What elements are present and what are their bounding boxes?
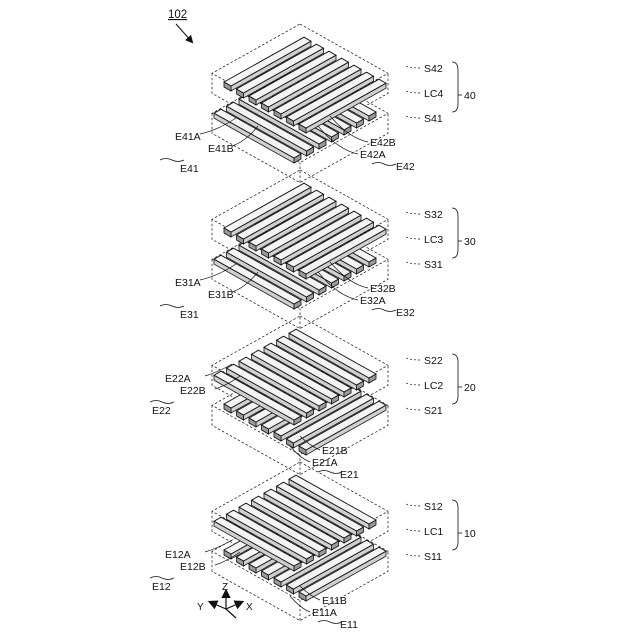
lower-set-squiggle — [160, 159, 184, 162]
layer-stack: S42LC4S4140E41AE41BE41E42BE42AE42S32LC3S… — [150, 24, 476, 631]
lower-set-squiggle — [318, 621, 342, 624]
upper-set-squiggle — [372, 163, 396, 166]
electrode-bars — [214, 475, 386, 601]
lower-electrode-a-label: E31A — [175, 277, 201, 289]
y-axis-arrow — [210, 602, 226, 609]
right-labels: S22LC2S21 20 — [406, 354, 476, 417]
lower-electrode-b-label: E21B — [322, 445, 348, 457]
x-axis-label: X — [246, 602, 253, 613]
lower-electrode-b-label: E11B — [322, 595, 347, 607]
label-leader — [406, 504, 420, 506]
layer-30: S32LC3S31 30E31A E31B E31 E32BE32A E32 — [160, 170, 476, 329]
liquid-crystal-label: LC2 — [424, 380, 443, 392]
upper-electrode-set-label: E12 — [152, 581, 171, 593]
upper-electrode-set-label: E32 — [396, 307, 415, 319]
layer-number: 30 — [464, 236, 476, 248]
layer-bracket — [452, 208, 458, 258]
depth-axis-line — [226, 609, 236, 618]
substrate-bottom-label: S21 — [424, 405, 443, 417]
layer-bracket — [452, 354, 458, 404]
lower-electrode-a-label: E41A — [175, 131, 201, 143]
substrate-top-label: S12 — [424, 501, 443, 513]
z-axis-label: Z — [222, 582, 228, 593]
layer-number: 40 — [464, 90, 476, 102]
lower-set-squiggle — [318, 471, 342, 474]
electrode-bars — [214, 183, 386, 309]
lower-electrode-set-label: E21 — [340, 469, 359, 481]
label-leader — [406, 358, 420, 360]
substrate-bottom-label: S41 — [424, 113, 443, 125]
upper-set-squiggle — [372, 309, 396, 312]
lower-electrode-set-label: E11 — [340, 619, 358, 631]
upper-electrode-b-label: E22B — [180, 385, 206, 397]
substrate-top-label: S22 — [424, 355, 443, 367]
layer-number: 20 — [464, 382, 476, 394]
upper-electrode-a-label: E12A — [165, 549, 191, 561]
label-leader — [406, 383, 420, 385]
lower-electrode-b-label: E41B — [208, 143, 234, 155]
axes-legend: Z Y X — [197, 582, 253, 618]
lower-electrode-a-label: E21A — [312, 457, 338, 469]
right-labels: S32LC3S31 30 — [406, 208, 476, 271]
label-leader — [406, 66, 420, 68]
substrate-bottom-label: S31 — [424, 259, 443, 271]
upper-electrode-a-label: E32A — [360, 295, 386, 307]
label-leader — [406, 237, 420, 239]
right-labels: S12LC1S11 10 — [406, 500, 476, 563]
substrate-top-label: S42 — [424, 63, 443, 75]
lower-electrode-set-label: E41 — [180, 163, 199, 175]
x-axis-arrow — [226, 602, 242, 609]
upper-electrode-a-label: E22A — [165, 373, 191, 385]
upper-electrode-set-label: E42 — [396, 161, 415, 173]
figure-number-arrow — [176, 24, 192, 42]
upper-set-squiggle — [150, 401, 174, 404]
lower-electrode-b-label: E31B — [208, 289, 234, 301]
label-leader — [406, 554, 420, 556]
layer-20: S22LC2S21 20 E22AE22B E22E21BE21AE21 — [150, 316, 476, 481]
right-labels: S42LC4S41 40 — [406, 62, 476, 125]
upper-electrode-a-label: E42A — [360, 149, 386, 161]
layer-number: 10 — [464, 528, 476, 540]
lower-electrode-set-label: E31 — [180, 309, 199, 321]
upper-electrode-b-label: E42B — [370, 137, 396, 149]
label-leader — [406, 529, 420, 531]
substrate-bottom-label: S11 — [424, 551, 442, 563]
label-leader — [406, 408, 420, 410]
liquid-crystal-label: LC1 — [424, 526, 443, 538]
upper-set-squiggle — [150, 577, 174, 580]
upper-electrode-b-label: E32B — [370, 283, 396, 295]
substrate-top-label: S32 — [424, 209, 443, 221]
upper-electrode-b-label: E12B — [180, 561, 206, 573]
electrode-bars — [214, 37, 386, 163]
y-axis-label: Y — [197, 602, 204, 613]
liquid-crystal-label: LC4 — [424, 88, 443, 100]
layer-bracket — [452, 500, 458, 550]
layer-bracket — [452, 62, 458, 112]
liquid-crystal-label: LC3 — [424, 234, 443, 246]
label-leader — [406, 91, 420, 93]
label-leader — [406, 116, 420, 118]
layer-40: S42LC4S41 40E41A E41B E41 E42BE42A E42 — [160, 24, 476, 183]
label-leader — [406, 212, 420, 214]
lower-set-squiggle — [160, 305, 184, 308]
upper-electrode-set-label: E22 — [152, 405, 171, 417]
lower-electrode-a-label: E11A — [312, 607, 337, 619]
figure-number: 102 — [168, 9, 187, 21]
label-leader — [406, 262, 420, 264]
